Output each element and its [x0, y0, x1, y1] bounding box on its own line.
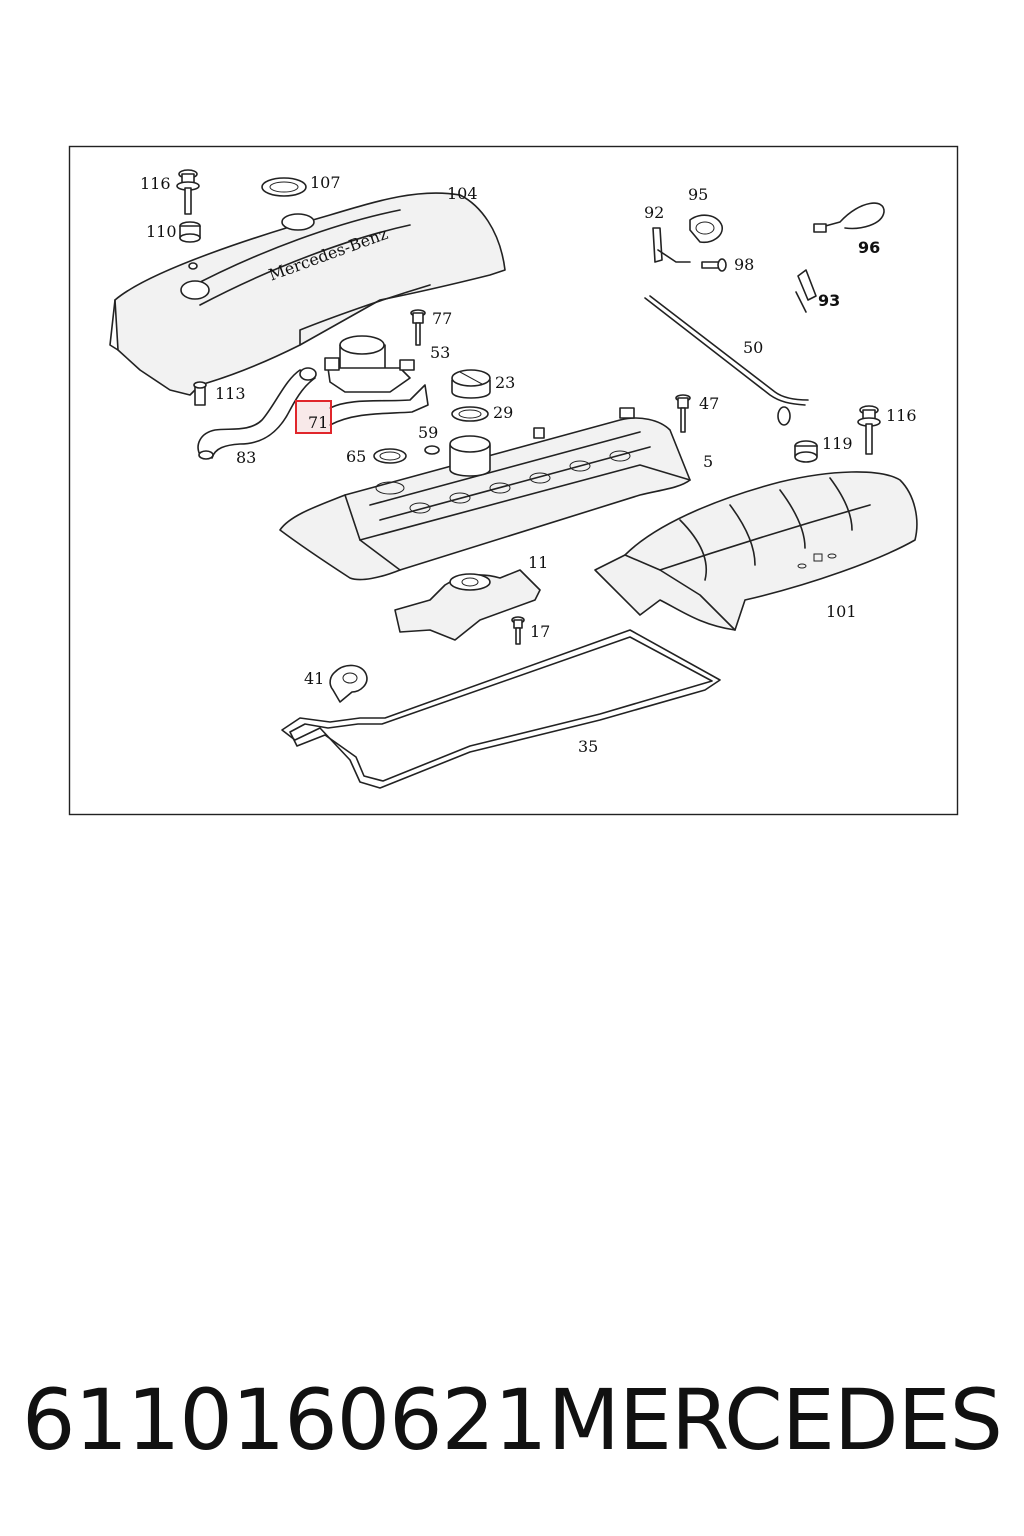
label-65: 65 — [346, 447, 366, 466]
screw-17 — [511, 616, 525, 645]
label-119: 119 — [822, 434, 853, 453]
gasket-35 — [281, 629, 721, 789]
cylinder-head-cover-5 — [279, 407, 691, 581]
label-110: 110 — [146, 222, 177, 241]
label-116-left: 116 — [140, 174, 171, 193]
highlight-box-71 — [295, 400, 332, 434]
label-77: 77 — [432, 309, 452, 328]
cable-tie-96 — [813, 202, 885, 233]
seal-41 — [329, 664, 368, 703]
label-107: 107 — [310, 173, 341, 192]
gasket-71 — [329, 384, 429, 426]
part-number: 6110160621 — [22, 1371, 547, 1469]
spacer-113 — [193, 381, 207, 406]
label-96: 96 — [858, 238, 880, 257]
seal-ring-107 — [261, 177, 307, 197]
label-59: 59 — [418, 423, 438, 442]
label-47: 47 — [699, 394, 719, 413]
label-104: 104 — [447, 184, 478, 203]
label-23: 23 — [495, 373, 515, 392]
label-29: 29 — [493, 403, 513, 422]
bolt-116-right — [857, 405, 881, 455]
label-83: 83 — [236, 448, 256, 467]
bolt-116-left — [176, 169, 200, 215]
label-92: 92 — [644, 203, 664, 222]
label-50: 50 — [743, 338, 763, 357]
label-53: 53 — [430, 343, 450, 362]
label-101: 101 — [826, 602, 857, 621]
grommet-110 — [179, 221, 201, 243]
bracket-92 — [652, 227, 691, 263]
label-41: 41 — [304, 669, 324, 688]
filler-cap-23 — [451, 369, 491, 399]
bolt-77 — [410, 309, 426, 346]
label-113: 113 — [215, 384, 246, 403]
dipstick-rod-50 — [644, 295, 809, 426]
seal-ring-65 — [373, 448, 407, 464]
seal-ring-29 — [451, 406, 489, 422]
oil-separator-53 — [324, 335, 415, 393]
label-116-right: 116 — [886, 406, 917, 425]
screw-98 — [701, 258, 727, 272]
breather-hose-83 — [197, 367, 317, 460]
label-93: 93 — [818, 291, 840, 310]
label-17: 17 — [530, 622, 550, 641]
label-5: 5 — [703, 452, 713, 471]
label-35: 35 — [578, 737, 598, 756]
clamp-95 — [689, 214, 723, 244]
caption: 6110160621 MERCEDES — [0, 1360, 1024, 1480]
label-71: 71 — [308, 413, 328, 432]
cover-101 — [594, 471, 918, 631]
label-98: 98 — [734, 255, 754, 274]
bolt-47 — [675, 394, 691, 433]
brand-name: MERCEDES — [547, 1371, 1003, 1469]
engine-cover-104: Mercedes-Benz — [109, 192, 506, 396]
label-11: 11 — [528, 553, 548, 572]
grommet-119 — [794, 440, 818, 463]
seal-ring-59 — [424, 445, 440, 455]
holder-93 — [795, 269, 817, 313]
bearing-bridge-11 — [394, 569, 541, 641]
label-95: 95 — [688, 185, 708, 204]
